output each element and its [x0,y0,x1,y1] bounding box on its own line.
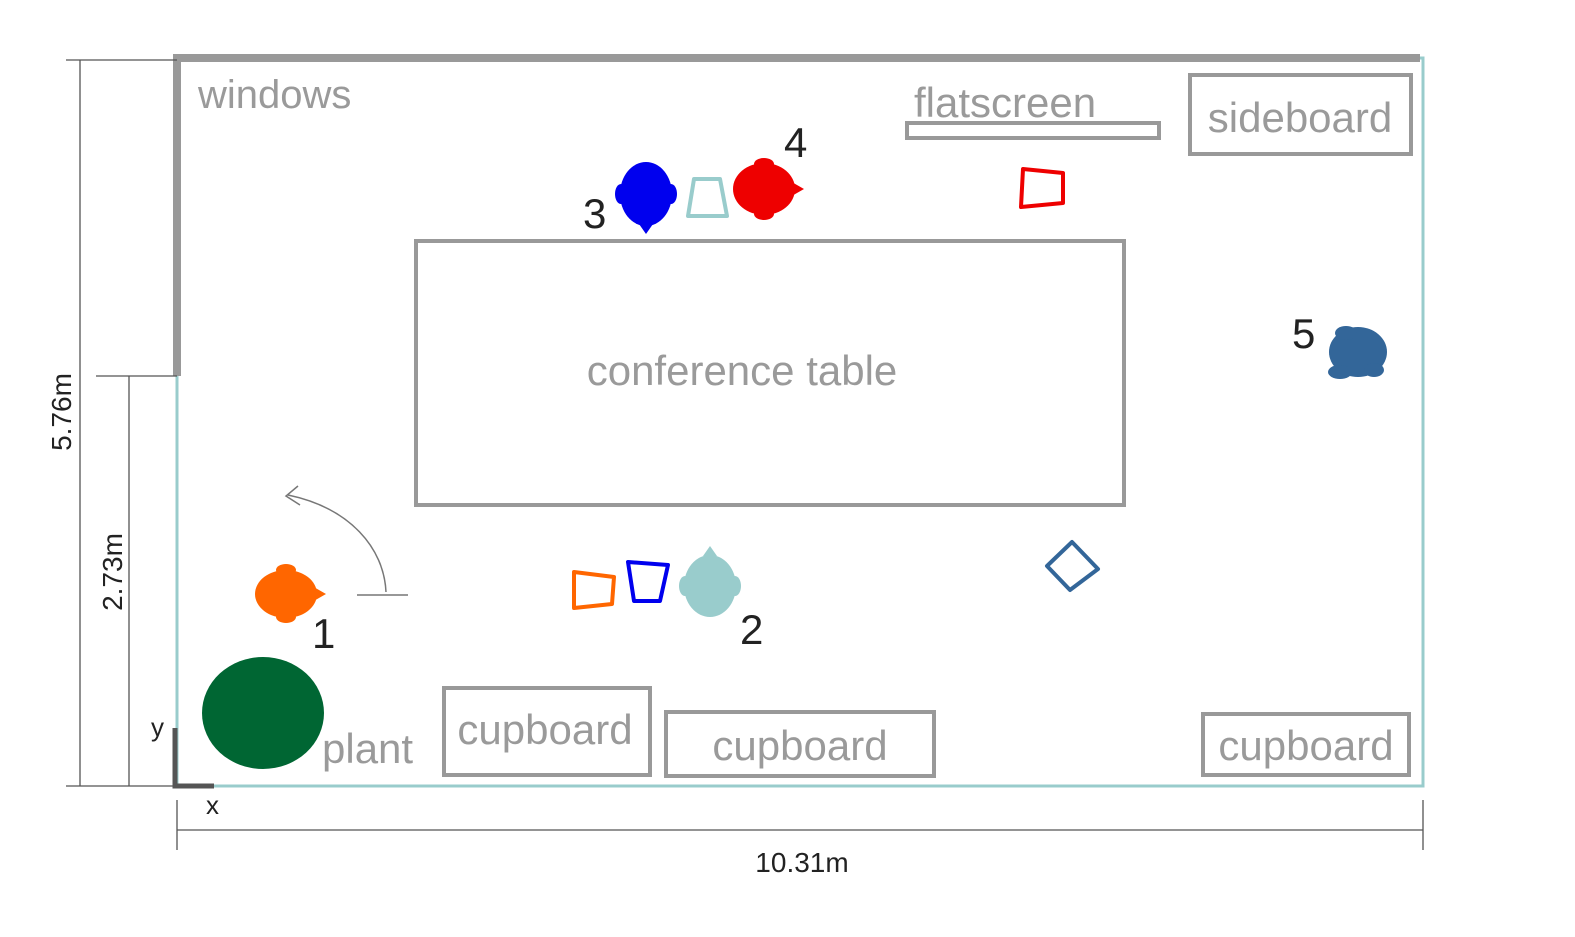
person-5-label: 5 [1292,310,1315,357]
window-height-dimension [96,375,177,786]
conference-table [414,239,1126,507]
window-height-label: 2.73m [97,533,128,611]
sideboard-label: sideboard [1208,94,1392,141]
person-1-label: 1 [312,610,335,657]
person-2-icon [679,546,741,617]
person-4-label: 4 [784,119,807,166]
width-label: 10.31m [755,847,848,878]
chair-teal-icon [686,177,729,218]
flatscreen [905,121,1161,140]
axis-x-label: x [206,790,219,820]
cupboard-2-label: cupboard [712,722,887,769]
windows-label: windows [197,73,351,117]
plant-icon [202,657,324,769]
cupboard-3-label: cupboard [1218,722,1393,769]
plant-label: plant [322,725,413,772]
flatscreen-label: flatscreen [914,79,1096,126]
height-label: 5.76m [46,373,77,451]
door-swing-icon [284,485,408,596]
chair-steelblue-icon [1045,540,1100,592]
height-dimension [66,59,177,787]
chair-orange-icon [572,570,616,610]
person-5-icon [1328,326,1387,379]
person-4-icon [733,158,804,220]
windows-wall [173,54,1420,376]
person-3-icon [615,162,677,234]
axes-icon [172,728,214,789]
chair-blue-icon [626,560,670,603]
person-3-label: 3 [583,190,606,237]
cupboard-2 [664,710,936,778]
sideboard [1188,73,1413,156]
room-outline [175,56,1425,788]
cupboard-1 [442,686,652,777]
person-2-label: 2 [740,606,763,653]
cupboard-3 [1201,712,1411,777]
chair-red-icon [1019,167,1065,209]
person-1-icon [255,564,326,623]
cupboard-1-label: cupboard [457,706,632,753]
conference-table-label: conference table [587,347,898,394]
width-dimension [176,800,1424,850]
axis-y-label: y [151,712,164,742]
